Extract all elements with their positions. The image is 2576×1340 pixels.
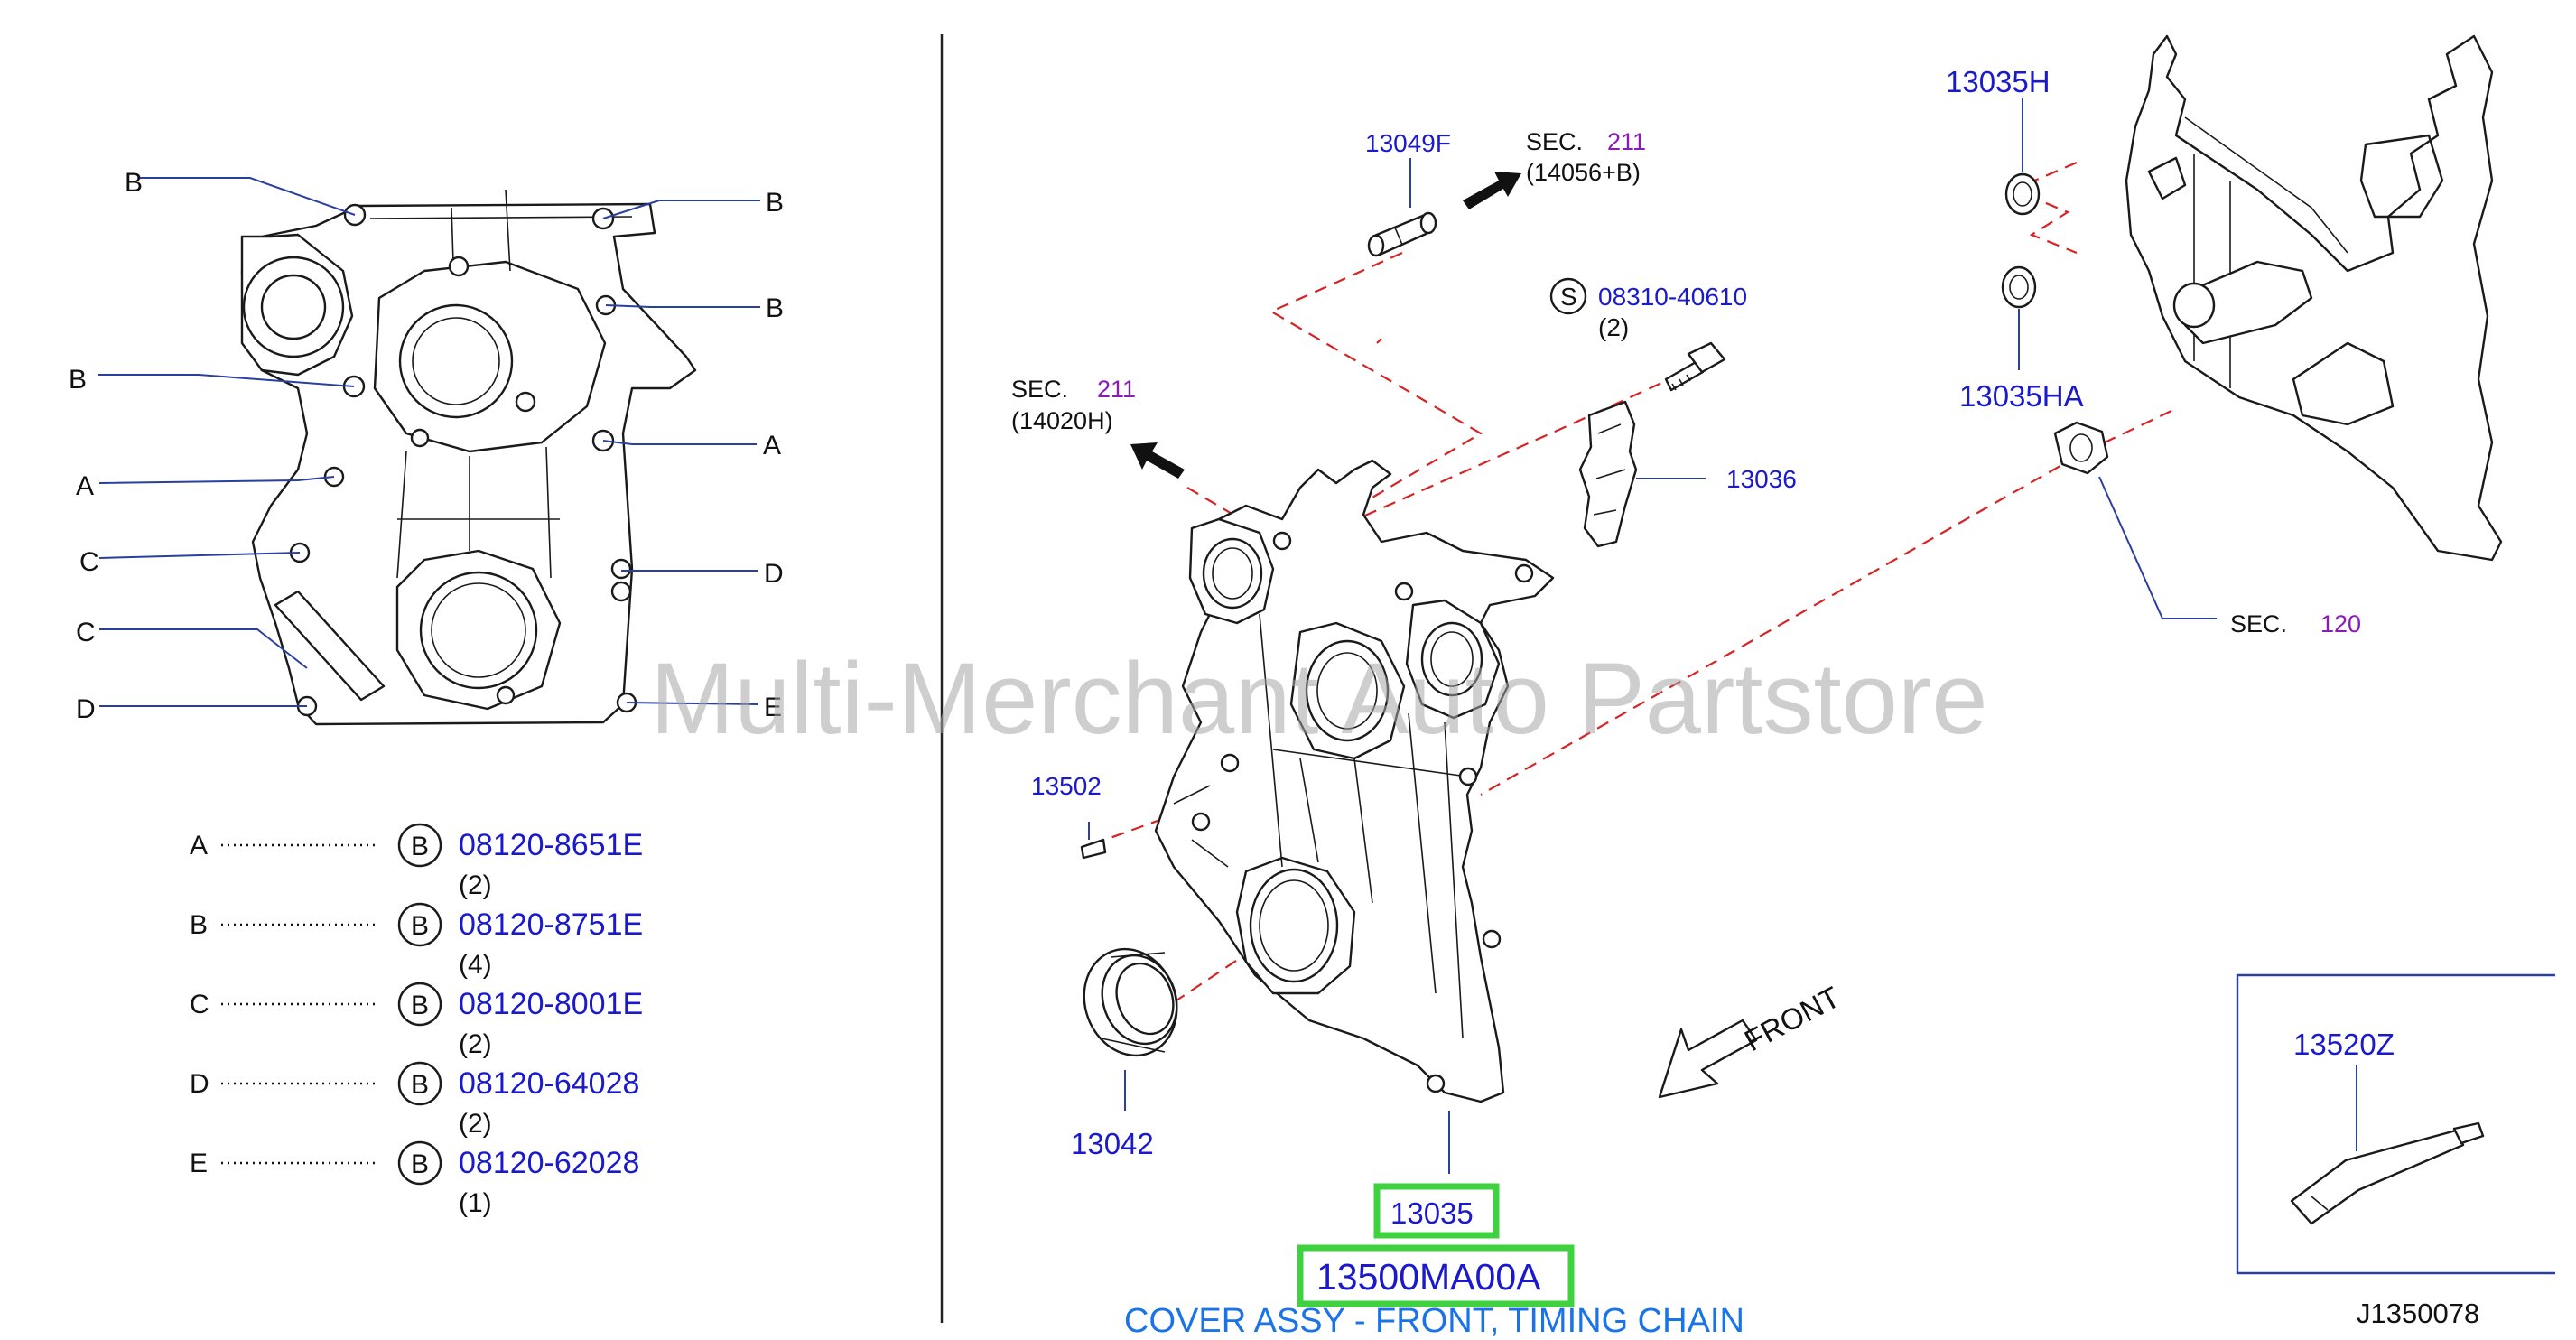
sealant-tube-icon — [2290, 1121, 2485, 1225]
part-13035h[interactable]: 13035H — [1946, 65, 2051, 98]
part-13049f[interactable]: 13049F — [1365, 129, 1451, 157]
legend-row-b: B B 08120-8751E (4) — [190, 902, 643, 980]
sec-number[interactable]: 211 — [1097, 376, 1136, 403]
bolt-circle-letter: S — [1560, 283, 1577, 311]
legend-letter: C — [190, 990, 209, 1019]
callout-d-right: D — [764, 559, 784, 589]
legend-part-number[interactable]: 08120-8001E — [459, 987, 643, 1021]
sec-ref: (14056+B) — [1526, 159, 1641, 186]
part-13520z[interactable]: 13520Z — [2293, 1028, 2395, 1061]
seal-13042 — [1083, 947, 1178, 1057]
legend-qty: (2) — [459, 870, 492, 900]
watermark: Multi-Merchant Auto Partstore — [650, 642, 1987, 755]
legend-circle-letter: B — [411, 1149, 429, 1179]
sealant-box-13520z: 13520Z — [2236, 973, 2555, 1275]
sec-left-arrow — [1130, 442, 1185, 479]
legend-qty: (4) — [459, 950, 492, 980]
highlight-part-callout[interactable]: 13500MA00A — [1297, 1244, 1575, 1307]
legend-part-number[interactable]: 08120-62028 — [459, 1146, 639, 1180]
sec-top-ref: SEC. 211 (14056+B) — [1526, 128, 1646, 186]
sec-ref: (14020H) — [1011, 407, 1113, 434]
front-label: FRONT — [1739, 980, 1846, 1057]
legend-letter: E — [190, 1149, 208, 1178]
washer-13035h — [2004, 172, 2041, 216]
callout-c-upper: C — [79, 547, 99, 577]
legend-part-number[interactable]: 08120-8751E — [459, 907, 643, 942]
bolt-bosses — [289, 203, 637, 717]
legend-circle-letter: B — [411, 1070, 429, 1100]
callout-a-right: A — [763, 431, 781, 461]
legend-letter: B — [190, 910, 208, 940]
sec-number[interactable]: 211 — [1607, 128, 1646, 155]
front-direction-arrow: FRONT — [1658, 980, 1846, 1099]
sec-label: SEC. — [1526, 128, 1583, 155]
legend-letter: A — [190, 831, 208, 861]
legend-circle-letter: B — [411, 991, 429, 1020]
part-13035-callout[interactable]: 13035 — [1373, 1183, 1500, 1239]
callout-b-left: B — [69, 365, 87, 395]
sec-label: SEC. — [2230, 610, 2287, 637]
exploded-view: FRONT — [1080, 34, 2503, 1174]
right-leaders — [1088, 98, 2357, 1174]
callout-b-top-right: B — [766, 188, 784, 218]
diagram-id: J1350078 — [2357, 1298, 2479, 1329]
legend-row-a: A B 08120-8651E (2) — [190, 823, 643, 900]
nut-sec-120 — [2053, 421, 2109, 475]
part-08310-40610[interactable]: 08310-40610 — [1598, 283, 1747, 311]
part-13042[interactable]: 13042 — [1071, 1127, 1154, 1160]
bolt-qty: (2) — [1598, 313, 1629, 341]
legend-qty: (1) — [459, 1188, 492, 1218]
part-13036[interactable]: 13036 — [1726, 465, 1797, 493]
legend-circle-letter: B — [411, 832, 429, 861]
legend-row-c: C B 08120-8001E (2) — [190, 982, 643, 1059]
callout-leaders — [98, 177, 760, 707]
callout-a-left: A — [76, 471, 94, 501]
sec-label: SEC. — [1011, 376, 1068, 403]
callout-c-lower: C — [76, 618, 96, 647]
legend-qty: (2) — [459, 1029, 492, 1059]
pin-13502 — [1080, 838, 1107, 860]
legend-row-d: D B 08120-64028 (2) — [190, 1061, 639, 1139]
bolt-08310 — [1664, 341, 1726, 392]
sec-number[interactable]: 120 — [2320, 610, 2361, 637]
bolt-callout: S 08310-40610 (2) — [1549, 277, 1747, 341]
legend-circle-letter: B — [411, 911, 429, 941]
highlight-part-number[interactable]: 13500MA00A — [1316, 1256, 1541, 1298]
legend-row-e: E B 08120-62028 (1) — [190, 1140, 639, 1218]
callout-e-right: E — [764, 693, 782, 722]
washer-13035ha — [2001, 265, 2037, 309]
callout-d-left: D — [76, 694, 96, 724]
legend-qty: (2) — [459, 1109, 492, 1139]
caption: COVER ASSY - FRONT, TIMING CHAIN — [1124, 1302, 1744, 1340]
dowel-13049f — [1367, 211, 1437, 257]
legend-letter: D — [190, 1069, 209, 1099]
callout-b-top-left: B — [125, 168, 143, 198]
bolt-legend: A B 08120-8651E (2) B B 08120-8751E (4) … — [190, 823, 643, 1218]
left-cover-view: B B B B A A C D C D E — [69, 168, 784, 726]
part-13502[interactable]: 13502 — [1031, 772, 1102, 800]
engine-block-view — [2125, 34, 2503, 562]
part-13035ha[interactable]: 13035HA — [1959, 379, 2084, 413]
sec-top-arrow — [1463, 172, 1521, 209]
legend-part-number[interactable]: 08120-64028 — [459, 1066, 639, 1101]
sec-left-ref: SEC. 211 (14020H) — [1011, 376, 1136, 434]
sec-right-ref: SEC. 120 — [2230, 610, 2361, 637]
front-cover-13035 — [1154, 459, 1555, 1103]
callout-b-right: B — [766, 293, 784, 323]
bracket-13036 — [1578, 400, 1638, 548]
part-13035[interactable]: 13035 — [1390, 1196, 1474, 1230]
legend-part-number[interactable]: 08120-8651E — [459, 828, 643, 862]
